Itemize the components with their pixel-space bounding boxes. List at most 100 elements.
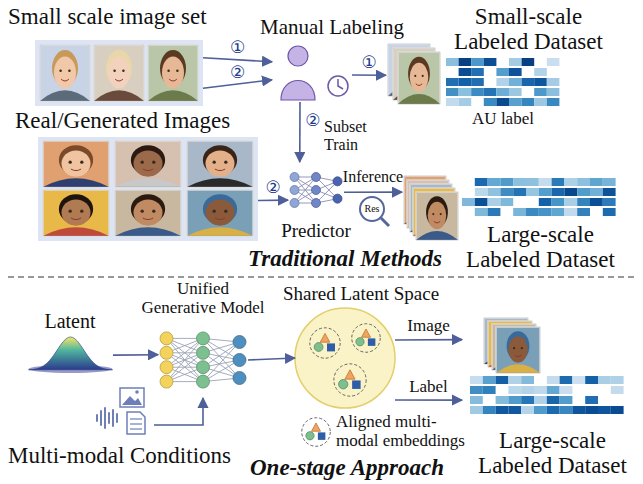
label-cell <box>539 178 552 186</box>
label-cell <box>459 98 472 106</box>
waveform-bar <box>104 408 106 428</box>
network-neuron <box>233 336 246 349</box>
flow-arrow <box>203 58 272 62</box>
label-cell <box>446 88 459 96</box>
label-cell <box>611 386 624 394</box>
photo-frame <box>496 327 540 373</box>
face-photo <box>115 141 181 187</box>
face-photo <box>40 45 90 101</box>
embedding-cluster <box>302 418 331 447</box>
label-cell <box>552 178 565 186</box>
section-divider <box>8 276 636 277</box>
waveform-bar <box>112 410 114 426</box>
label-cell <box>560 386 573 394</box>
label-cell <box>446 78 459 86</box>
embedding-triangle <box>312 423 321 431</box>
label-cell <box>462 198 475 206</box>
embedding-circle <box>356 338 364 346</box>
node-label: Small-scale Labeled Dataset <box>446 4 611 55</box>
photo-eye <box>213 210 216 213</box>
photo-background <box>40 45 90 101</box>
document-line <box>130 428 142 429</box>
label-cell <box>509 78 522 86</box>
photo-eye <box>141 161 144 164</box>
annotator-head <box>288 46 308 66</box>
photo-background <box>115 190 181 236</box>
photo-frame <box>187 190 253 236</box>
photo-eye <box>176 70 179 73</box>
label-cell <box>534 396 547 404</box>
label-cell <box>470 406 483 414</box>
label-cell <box>484 58 497 66</box>
image-stack <box>484 318 540 373</box>
embedding-triangle <box>362 329 371 337</box>
label-cell <box>534 78 547 86</box>
flow-arrow <box>258 199 288 201</box>
label-cell <box>496 68 509 76</box>
section-title: One-stage Approach <box>250 455 465 480</box>
embedding-circle <box>339 380 348 389</box>
photo-background <box>398 52 440 104</box>
diagram-node: Shared Latent Space <box>295 308 395 408</box>
label-cell <box>539 188 552 196</box>
photo-face <box>162 56 184 88</box>
label-cell <box>513 188 526 196</box>
label-cell <box>483 406 496 414</box>
photo-eye <box>141 210 144 213</box>
network-neuron <box>160 332 173 345</box>
label-cell <box>488 188 501 196</box>
label-cell <box>484 88 497 96</box>
label-cell <box>521 386 534 394</box>
node-label: Multi-modal Conditions <box>8 443 248 468</box>
photo-background <box>43 190 109 236</box>
photo-mouth <box>434 221 440 223</box>
photo-shirt <box>40 90 90 101</box>
photo-eye <box>224 161 227 164</box>
image-icon <box>120 388 144 407</box>
embedding-square <box>318 432 326 440</box>
diagram-node: Manual Labeling <box>272 42 352 102</box>
photo-eye <box>152 210 155 213</box>
network-neuron <box>290 186 299 195</box>
edge-label: Label <box>409 378 448 397</box>
node-label: Unified Generative Model <box>139 280 267 317</box>
label-cell <box>496 88 509 96</box>
label-cell <box>509 58 522 66</box>
label-cell <box>459 58 472 66</box>
photo-mouth <box>215 218 225 220</box>
label-cell <box>470 376 483 384</box>
photo-eye <box>59 70 62 73</box>
embedding-cluster <box>334 364 366 396</box>
photo-background <box>148 45 198 101</box>
cluster-ring <box>334 364 366 396</box>
photo-frame <box>398 52 440 104</box>
label-cell <box>509 68 522 76</box>
label-cell <box>526 188 539 196</box>
label-cell <box>483 386 496 394</box>
diagram-node: Real/Generated Images <box>38 137 258 241</box>
label-cell <box>521 406 534 414</box>
clock-icon <box>328 76 348 96</box>
diagram-node: Large-scale Labeled Dataset <box>402 172 617 244</box>
photo-frame <box>187 141 253 187</box>
face-photo <box>94 45 144 101</box>
label-cell <box>577 188 590 196</box>
label-cell <box>564 188 577 196</box>
label-cell <box>508 386 521 394</box>
image-panel <box>38 137 258 241</box>
photo-background <box>496 327 540 373</box>
label-cell <box>598 406 611 414</box>
magnifier-handle <box>381 218 389 226</box>
photo-eye <box>521 347 523 349</box>
label-cell <box>560 406 573 414</box>
photo-shirt <box>115 178 181 187</box>
photo-frame <box>148 45 198 101</box>
network-neuron <box>233 372 246 385</box>
label-cell <box>470 386 483 394</box>
photo-background <box>187 141 253 187</box>
photo-eye <box>422 75 424 77</box>
face-photo <box>187 141 253 187</box>
embedding-square <box>352 380 361 389</box>
node-label: Shared Latent Space <box>283 284 463 305</box>
photo-eye <box>122 70 125 73</box>
